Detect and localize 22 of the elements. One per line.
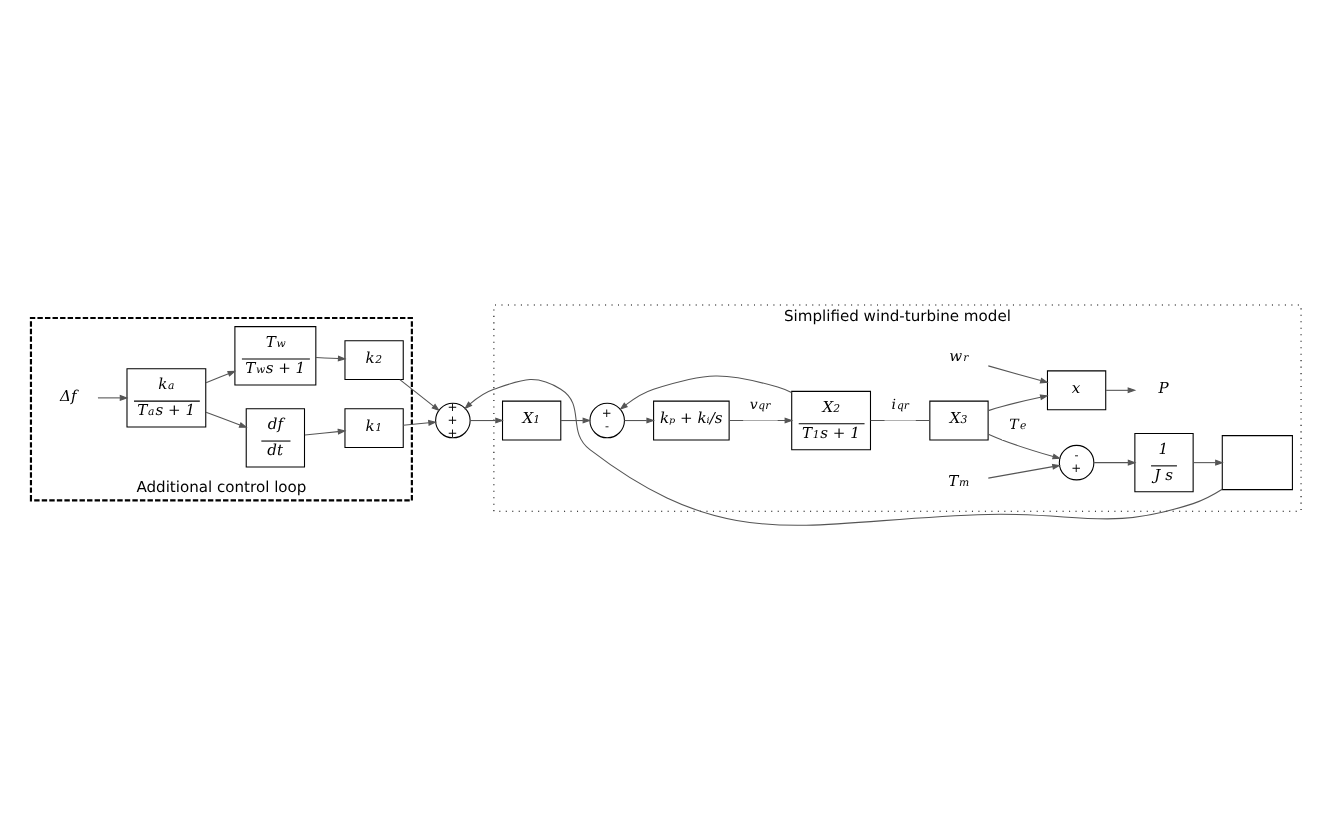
- arrow: [618, 374, 791, 410]
- arrow: [986, 364, 1048, 383]
- arrow: [398, 378, 440, 411]
- arrow: [401, 418, 436, 425]
- arrow: [204, 369, 236, 383]
- arrow: [1191, 458, 1223, 465]
- arrow: [204, 410, 247, 427]
- arrow: [986, 393, 1048, 411]
- arrow: [303, 427, 346, 435]
- arrow: [1092, 458, 1136, 465]
- arrow: [468, 416, 503, 423]
- arrow: [559, 416, 591, 423]
- arrow: [727, 416, 793, 423]
- arrow: [622, 416, 655, 423]
- arrow: [96, 393, 128, 400]
- arrow: [314, 354, 346, 361]
- node-box: [1220, 434, 1292, 490]
- arrow: [1104, 386, 1136, 393]
- arrow: [463, 378, 1222, 525]
- arrow: [986, 432, 1061, 459]
- connector: [869, 419, 930, 421]
- arrow: [986, 462, 1060, 478]
